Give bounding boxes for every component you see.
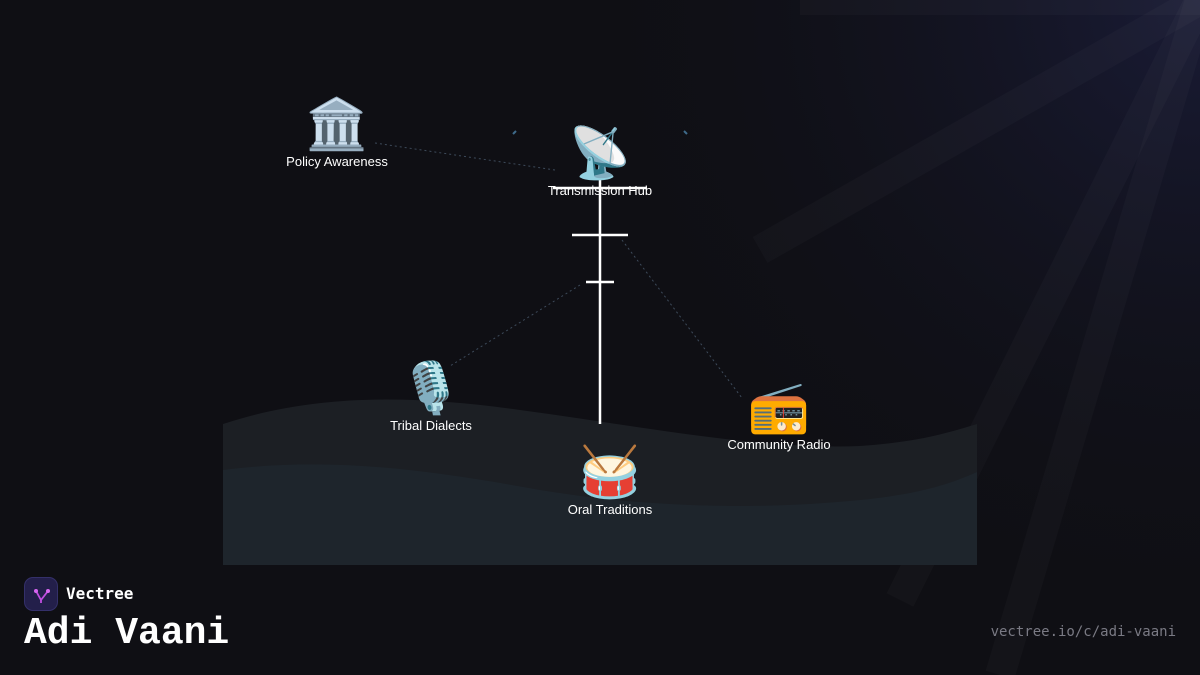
brand-name[interactable]: Vectree (66, 584, 134, 603)
vectree-logo-graphic (34, 589, 50, 603)
terrain-front-hill (223, 464, 977, 565)
edge-hub-radio (621, 239, 743, 399)
classical-building-icon: 🏛️ (305, 96, 369, 152)
node-label: Tribal Dialects (390, 418, 472, 433)
satellite-antenna-icon: 📡 (568, 125, 632, 181)
vectree-logo-icon[interactable] (24, 577, 58, 611)
node-label: Oral Traditions (567, 502, 653, 517)
drum-icon: 🥁 (578, 444, 642, 500)
node-label: Community Radio (727, 437, 831, 452)
node-community-radio[interactable]: 📻 Community Radio (727, 379, 830, 452)
page-title: Adi Vaani (24, 612, 230, 655)
node-policy-awareness[interactable]: 🏛️ Policy Awareness (286, 96, 388, 169)
node-transmission-hub[interactable]: 📡 Transmission Hub (548, 125, 652, 198)
edge-policy-hub (374, 142, 556, 171)
node-oral-traditions[interactable]: 🥁 Oral Traditions (568, 444, 653, 517)
signal-wave-marks (512, 130, 688, 135)
node-label: Transmission Hub (547, 183, 653, 198)
node-label: Policy Awareness (286, 154, 388, 169)
connection-edges (374, 142, 743, 399)
node-tribal-dialects[interactable]: 🎙️ Tribal Dialects (390, 360, 472, 433)
page-url-link[interactable]: vectree.io/c/adi-vaani (990, 624, 1176, 640)
transmission-tower (553, 174, 647, 424)
edge-hub-tribal (449, 284, 581, 367)
microphone-icon: 🎙️ (399, 360, 463, 416)
radio-icon: 📻 (747, 379, 811, 435)
